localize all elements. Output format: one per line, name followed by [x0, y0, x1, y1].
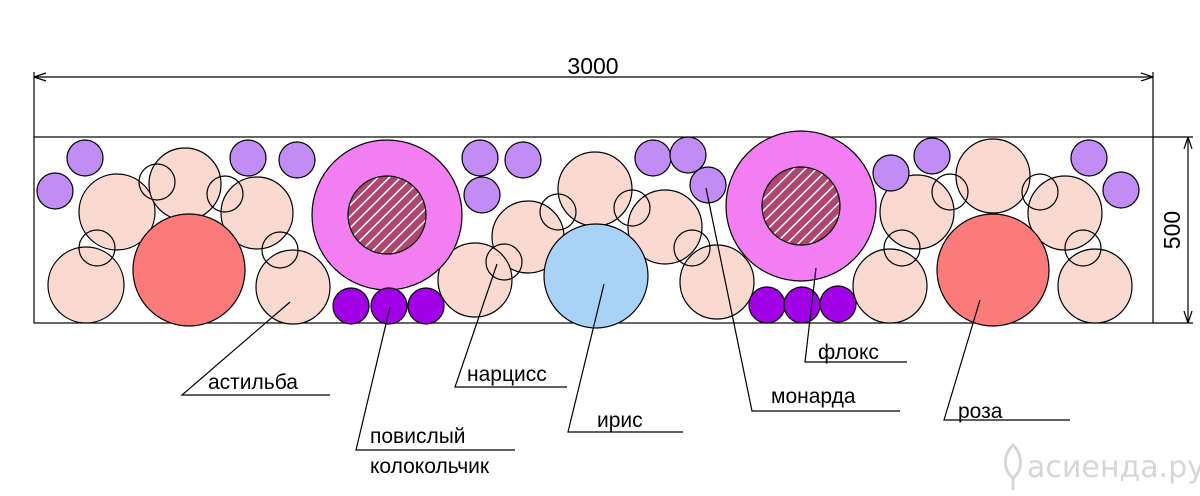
monarda-plant [36, 172, 74, 210]
monarda-plant [1102, 171, 1140, 209]
leader-astilbe [180, 301, 330, 396]
monarda-plant [278, 141, 316, 179]
watermark: асиенда.ру [1004, 442, 1200, 490]
watermark-text: асиенда.ру [1027, 450, 1200, 485]
leader-monarda [705, 187, 900, 412]
astilbe-plant [437, 242, 513, 318]
plant-outline [673, 229, 711, 267]
plant-outline [1021, 173, 1059, 211]
monarda-plant [463, 176, 501, 214]
monarda-plant [504, 141, 542, 179]
rose-plant [132, 213, 246, 327]
monarda-plant [669, 136, 707, 174]
astilbe-plant [627, 189, 703, 265]
monarda-plant [1070, 139, 1108, 177]
plant-outline [206, 175, 244, 213]
leader-narcissus [454, 263, 567, 388]
monarda-plant [229, 139, 267, 177]
label-bellflower-line1: повислый [370, 425, 466, 448]
plant-outline [931, 173, 969, 211]
leader-rose [943, 299, 1070, 421]
bellflower-plant [748, 286, 786, 324]
width-value: 3000 [567, 53, 618, 79]
plant-outline [539, 193, 577, 231]
astilbe-plant [1057, 248, 1133, 324]
label-iris: ирис [597, 409, 643, 432]
bellflower-plant [819, 285, 857, 323]
astilbe-plant [220, 176, 294, 250]
leader-lines [180, 187, 1070, 451]
astilbe-plant [47, 246, 125, 324]
leader-phlox [804, 267, 907, 363]
width-dimension: 3000 [33, 53, 1154, 137]
leader-bellflower [355, 306, 515, 451]
flower-bud-logo-icon [1004, 442, 1022, 490]
iris-plant [543, 223, 649, 329]
astilbe-plant [557, 151, 633, 227]
astilbe-plant [255, 249, 331, 325]
bellflower-plant [370, 287, 408, 325]
astilbe-plant [955, 138, 1031, 214]
label-narcissus: нарцисс [467, 363, 547, 386]
plant-outline [883, 229, 921, 267]
monarda-plant [461, 139, 499, 177]
label-monarda: монарда [771, 385, 856, 408]
astilbe-plant [679, 244, 755, 320]
plant-outline [261, 231, 299, 269]
monarda-plant [634, 139, 672, 177]
plant-outline [138, 163, 176, 201]
label-bellflower-line2: колокольчик [370, 455, 490, 478]
plant-outline [613, 189, 651, 227]
phlox-center [347, 175, 427, 255]
phlox-center [761, 166, 841, 246]
monarda-plant [872, 154, 910, 192]
label-astilbe: астильба [208, 371, 298, 394]
plant-outline [78, 229, 116, 267]
monarda-plant [913, 137, 951, 175]
leader-iris [567, 283, 683, 433]
astilbe-plant [852, 248, 928, 324]
plant-outline [1064, 229, 1102, 267]
plant-outline [485, 243, 523, 281]
rose-plant [936, 213, 1050, 327]
height-dimension: 500 [1153, 136, 1193, 324]
monarda-plant [689, 166, 727, 204]
bellflower-plant [407, 287, 445, 325]
bellflower-plant [332, 287, 370, 325]
astilbe-plant [78, 173, 156, 251]
plants-layer [36, 130, 1140, 329]
label-phlox: флокс [818, 341, 879, 364]
height-value: 500 [1159, 211, 1185, 249]
bellflower-plant [783, 286, 821, 324]
label-rose: роза [958, 400, 1003, 423]
monarda-plant [66, 139, 104, 177]
